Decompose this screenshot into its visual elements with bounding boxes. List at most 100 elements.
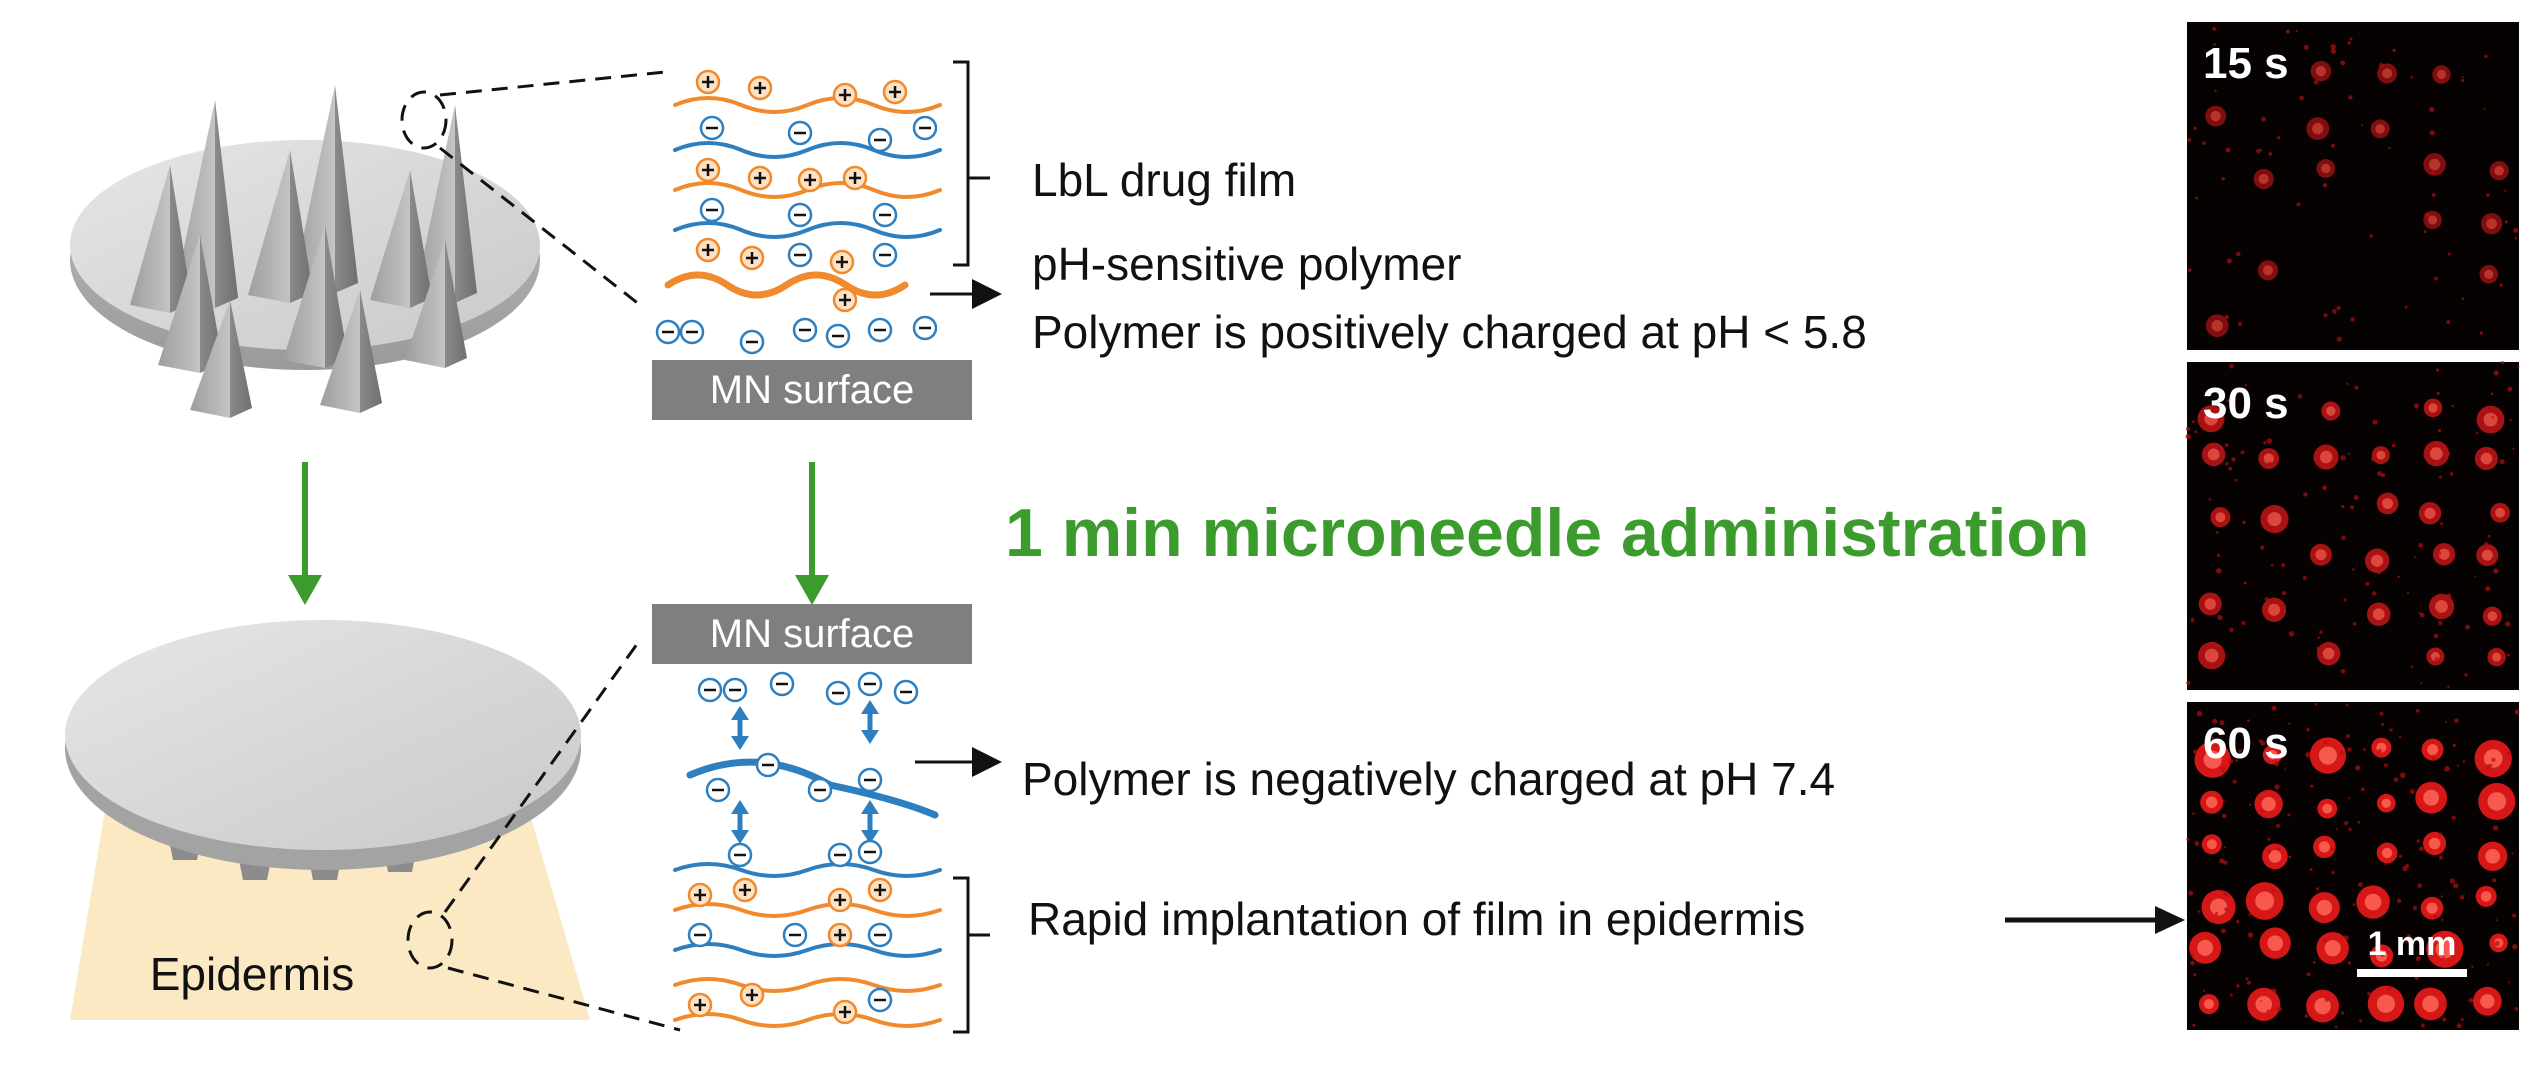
- bracket-bottom: [953, 876, 970, 1034]
- fluorescent-spot-core: [2258, 173, 2269, 185]
- background-speck: [2273, 760, 2280, 767]
- background-speck: [2429, 130, 2435, 136]
- fluorescent-spot-core: [2382, 498, 2394, 509]
- background-speck: [2445, 451, 2451, 456]
- arrow-to-micrograph-head: [2155, 906, 2185, 934]
- release-arrow-down: [861, 830, 879, 844]
- needle-face-left: [320, 290, 360, 413]
- time-label: 15 s: [2203, 39, 2289, 88]
- rapid-implantation-label: Rapid implantation of film in epidermis: [1028, 893, 1805, 945]
- fluorescent-spot-core: [2197, 939, 2214, 956]
- background-speck: [2216, 523, 2219, 526]
- background-speck: [2317, 448, 2322, 453]
- needle-face-right: [230, 300, 252, 418]
- background-speck: [2492, 825, 2499, 831]
- negative-polymer-layer: [673, 221, 942, 239]
- micrograph-panels: 15 s30 s60 s: [2185, 22, 2520, 1030]
- background-speck: [2345, 734, 2350, 738]
- release-arrow-up: [731, 706, 749, 720]
- background-speck: [2350, 317, 2355, 322]
- background-speck: [2419, 612, 2425, 618]
- background-speck: [2192, 812, 2195, 815]
- background-speck: [2274, 784, 2280, 790]
- background-speck: [2260, 545, 2265, 550]
- background-speck: [2484, 541, 2489, 546]
- background-speck: [2228, 758, 2234, 764]
- background-speck: [2452, 743, 2456, 747]
- fluorescent-spot-core: [2381, 798, 2391, 808]
- background-speck: [2374, 456, 2378, 460]
- fluorescent-spot: [2310, 60, 2332, 82]
- time-label: 60 s: [2203, 719, 2289, 768]
- fluorescent-spot-core: [2322, 647, 2335, 660]
- zoom-circle-top: [400, 90, 448, 150]
- background-speck: [2348, 797, 2351, 800]
- background-speck: [2347, 961, 2352, 965]
- background-speck: [2297, 394, 2303, 399]
- positive-polymer-layer: [673, 1012, 942, 1028]
- background-speck: [2224, 314, 2230, 320]
- fluorescent-spot-core: [2203, 750, 2222, 769]
- positive-polymer-layer: [673, 96, 942, 114]
- background-speck: [2215, 507, 2220, 511]
- background-speck: [2484, 54, 2488, 59]
- background-speck: [2340, 1011, 2345, 1015]
- background-speck: [2263, 441, 2267, 445]
- ph-sensitive-polymer-layer: [664, 271, 909, 299]
- background-speck: [2335, 827, 2338, 830]
- background-speck: [2504, 189, 2507, 192]
- background-speck: [2512, 913, 2517, 918]
- background-speck: [2464, 673, 2468, 677]
- background-speck: [2229, 363, 2234, 369]
- background-speck: [2242, 520, 2246, 525]
- background-speck: [2500, 361, 2504, 365]
- needle-face-right: [170, 165, 192, 313]
- background-speck: [2499, 458, 2505, 465]
- background-speck: [2234, 478, 2238, 482]
- release-arrow-up: [861, 800, 879, 814]
- lbl-film-top: [655, 69, 942, 355]
- positive-charge-label: Polymer is positively charged at pH < 5.…: [1032, 306, 1867, 358]
- fluorescent-spot-core: [2364, 893, 2382, 911]
- background-speck: [2267, 461, 2273, 467]
- background-speck: [2223, 846, 2226, 849]
- background-speck: [2415, 955, 2421, 962]
- fluorescent-spot-core: [2315, 549, 2327, 561]
- background-speck: [2456, 1023, 2462, 1029]
- fluorescent-spot-core: [2262, 265, 2274, 276]
- fluorescent-spot-core: [2483, 412, 2498, 427]
- background-speck: [2221, 752, 2224, 756]
- needle-face-right: [410, 170, 432, 308]
- background-speck: [2402, 865, 2408, 872]
- release-arrow-down: [731, 830, 749, 844]
- background-speck: [2336, 306, 2341, 311]
- background-speck: [2504, 220, 2508, 224]
- applied-array-base-top: [65, 620, 581, 850]
- background-speck: [2349, 37, 2353, 41]
- background-speck: [2264, 596, 2269, 602]
- fluorescent-spot: [2489, 161, 2509, 181]
- background-speck: [2232, 779, 2237, 784]
- background-speck: [2314, 703, 2318, 706]
- background-speck: [2436, 550, 2442, 556]
- fluorescent-spot-core: [2426, 902, 2438, 914]
- background-speck: [2391, 443, 2396, 448]
- background-speck: [2475, 431, 2479, 435]
- background-speck: [2343, 935, 2349, 941]
- background-speck: [2514, 709, 2520, 715]
- background-speck: [2507, 653, 2510, 657]
- background-speck: [2316, 646, 2321, 652]
- background-speck: [2347, 747, 2352, 752]
- background-speck: [2449, 472, 2454, 476]
- fluorescent-spot-core: [2255, 891, 2275, 911]
- background-speck: [2365, 581, 2370, 586]
- background-speck: [2514, 1007, 2519, 1011]
- background-speck: [2261, 459, 2265, 463]
- background-speck: [2229, 993, 2233, 997]
- mn-surface-top-label: MN surface: [710, 368, 915, 412]
- background-speck: [2222, 799, 2225, 802]
- background-speck: [2357, 820, 2361, 824]
- background-speck: [2376, 470, 2383, 477]
- negative-polymer-layer: [673, 141, 942, 159]
- background-speck: [2381, 722, 2384, 726]
